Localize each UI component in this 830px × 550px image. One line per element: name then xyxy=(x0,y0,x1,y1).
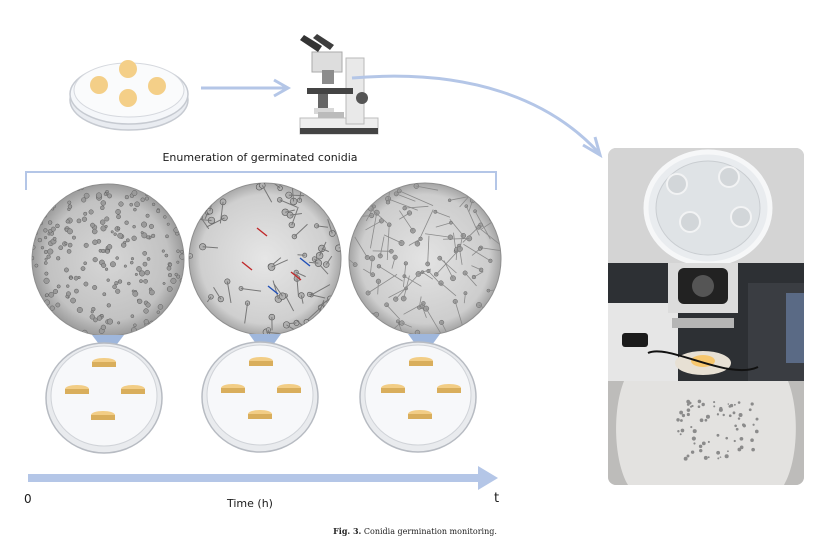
enumeration-bracket xyxy=(25,171,497,190)
micrograph-t-end xyxy=(348,182,502,336)
time-axis-end: t xyxy=(494,491,500,506)
micrograph-t-mid xyxy=(188,182,342,336)
time-axis-start: 0 xyxy=(24,492,32,506)
caption-text: Conidia germination monitoring. xyxy=(363,527,497,536)
petri-dish-1 xyxy=(45,342,163,454)
figure-caption: Fig. 3. Conidia germination monitoring. xyxy=(0,526,830,536)
caption-prefix: Fig. 3. xyxy=(333,526,362,536)
micrograph-t0 xyxy=(31,183,185,337)
petri-dish-3 xyxy=(359,341,477,453)
time-axis-label: Time (h) xyxy=(227,497,273,510)
enumeration-label: Enumeration of germinated conidia xyxy=(162,151,358,164)
photo-micrograph xyxy=(608,381,804,485)
arrow-to-photos xyxy=(351,74,600,154)
microscope-icon xyxy=(299,34,379,135)
petri-dish-inoculated xyxy=(69,60,189,131)
photo-petri-dish xyxy=(608,148,804,263)
petri-dish-2 xyxy=(201,341,319,453)
photo-microscope xyxy=(608,263,804,381)
